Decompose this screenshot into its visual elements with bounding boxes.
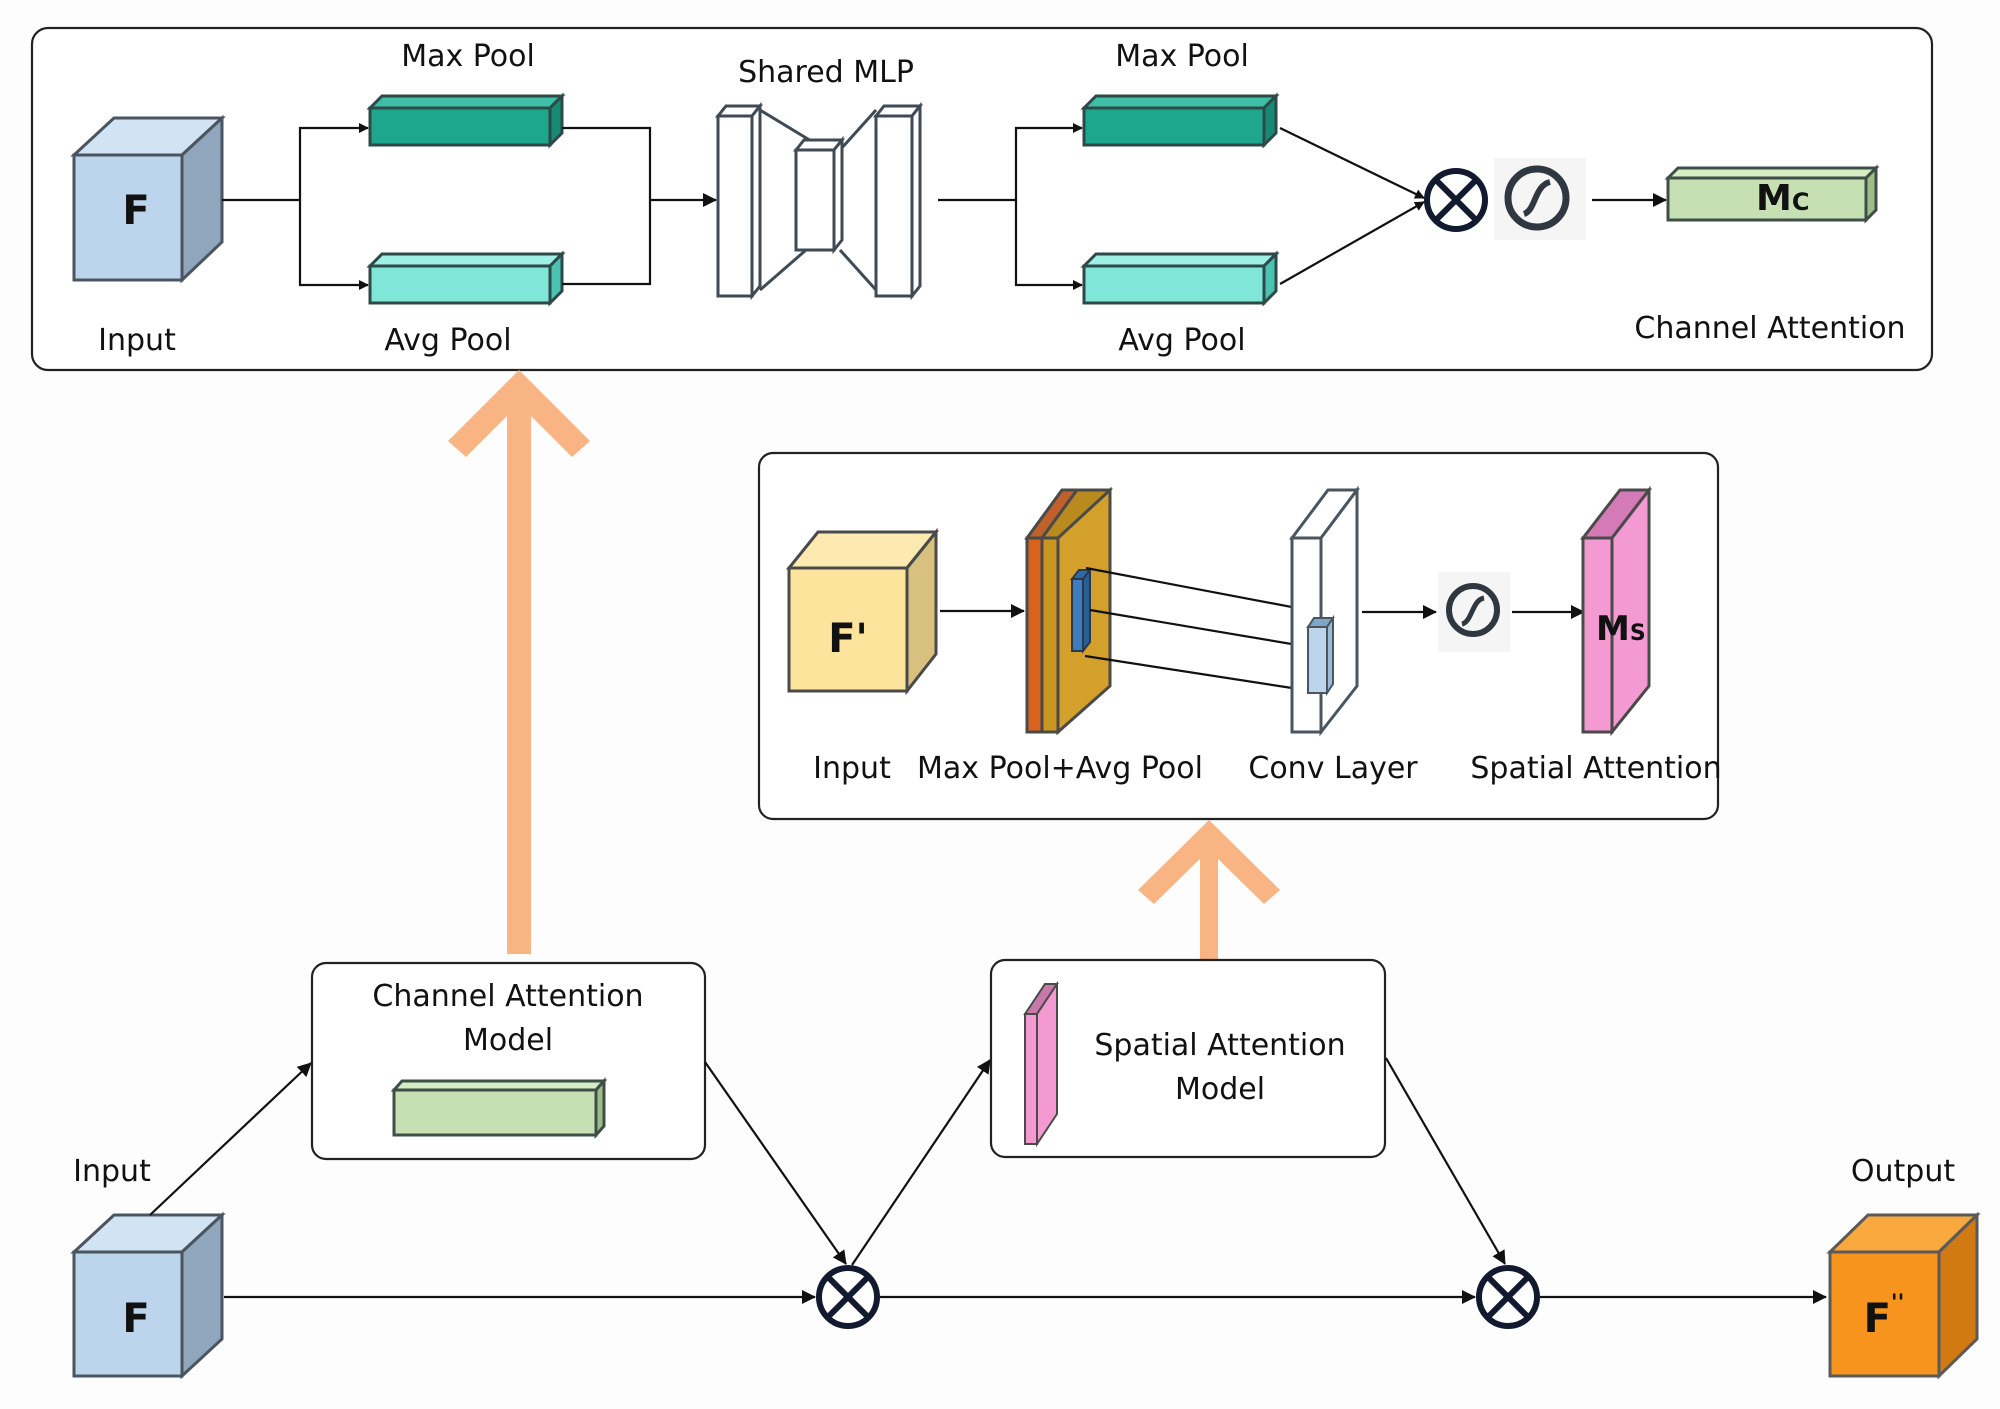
channel-model-icon: [390, 1077, 608, 1139]
conv-layer-plate: [1289, 485, 1360, 737]
mc-channel-map: MC: [1664, 164, 1880, 224]
shared-mlp-label: Shared MLP: [738, 55, 914, 90]
spatial-model-line1: Spatial Attention: [1094, 1028, 1345, 1063]
pipeline-input-label: Input: [73, 1154, 151, 1189]
input-feature-cube: F: [70, 114, 226, 284]
ms-symbol: MS: [1596, 609, 1646, 649]
pipeline-output-symbol: F'': [1864, 1291, 1905, 1342]
spatial-attention-panel: F' Input Max Pool+Avg Pool: [757, 451, 1722, 821]
connector-avg-to-multiply: [1279, 201, 1425, 285]
pipeline-input-symbol: F: [122, 1296, 149, 1342]
shared-mlp-icon: [714, 101, 924, 301]
projection-line-top: [1085, 566, 1319, 614]
connector-to-max-pool: [222, 123, 369, 202]
avg-pool-bar-1: [366, 250, 566, 307]
f-prime-cube: F': [785, 527, 940, 696]
multiply-icon-1: [816, 1265, 880, 1329]
avg-pool-label-2: Avg Pool: [1118, 323, 1245, 358]
projection-line-bottom: [1084, 654, 1319, 694]
max-pool-label-1: Max Pool: [401, 39, 535, 74]
input-symbol: F: [122, 188, 149, 234]
input-label: Input: [98, 323, 176, 358]
expand-arrow-spatial: [1138, 820, 1280, 960]
max-pool-label-2: Max Pool: [1115, 39, 1249, 74]
spatial-model-line2: Model: [1175, 1072, 1265, 1107]
connector-mlp-to-avg-pool: [1014, 200, 1083, 290]
max-pool-bar-1: [366, 92, 566, 149]
pipeline-output-cube: F'': [1826, 1211, 1981, 1380]
channel-model-line1: Channel Attention: [372, 979, 643, 1014]
connector-input-to-channel-model: [149, 1062, 312, 1216]
f-prime-symbol: F': [828, 616, 868, 662]
spatial-attention-model-box: [989, 958, 1387, 1159]
pool-feature-map: [1024, 486, 1113, 736]
cbam-pipeline: Channel Attention Model Spatial Attentio…: [70, 958, 1981, 1380]
spatial-attention-title: Spatial Attention: [1470, 751, 1721, 786]
channel-attention-panel: F Input Max Pool Avg Pool: [30, 26, 1934, 372]
avg-pool-bar-2: [1080, 250, 1280, 307]
pipeline-output-label: Output: [1851, 1154, 1955, 1189]
channel-attention-title: Channel Attention: [1634, 311, 1905, 346]
expand-arrow-channel: [448, 370, 590, 954]
spatial-input-label: Input: [813, 751, 891, 786]
multiply-icon: [1424, 168, 1488, 232]
pool-label: Max Pool+Avg Pool: [917, 751, 1203, 786]
spatial-model-icon: [1023, 980, 1059, 1148]
connector-channel-model-to-multiply: [704, 1061, 847, 1265]
connector-spatial-model-to-multiply: [1385, 1057, 1506, 1265]
conv-layer-label: Conv Layer: [1248, 751, 1418, 786]
multiply-icon-2: [1476, 1265, 1540, 1329]
ms-spatial-map: MS: [1579, 485, 1653, 737]
connector-max-to-multiply: [1279, 127, 1425, 199]
connector-multiply-to-spatial-model: [851, 1059, 991, 1266]
max-pool-bar-2: [1080, 92, 1280, 149]
connector-mlp-to-max-pool: [938, 123, 1083, 202]
connector-to-avg-pool: [298, 200, 369, 290]
mc-symbol: MC: [1756, 178, 1809, 219]
sigmoid-icon-spatial: [1438, 572, 1510, 652]
connector-pools-merge: [562, 126, 652, 286]
sigmoid-icon: [1494, 158, 1586, 240]
channel-model-line2: Model: [463, 1023, 553, 1058]
pipeline-input-cube: F: [70, 1211, 226, 1380]
avg-pool-label-1: Avg Pool: [384, 323, 511, 358]
